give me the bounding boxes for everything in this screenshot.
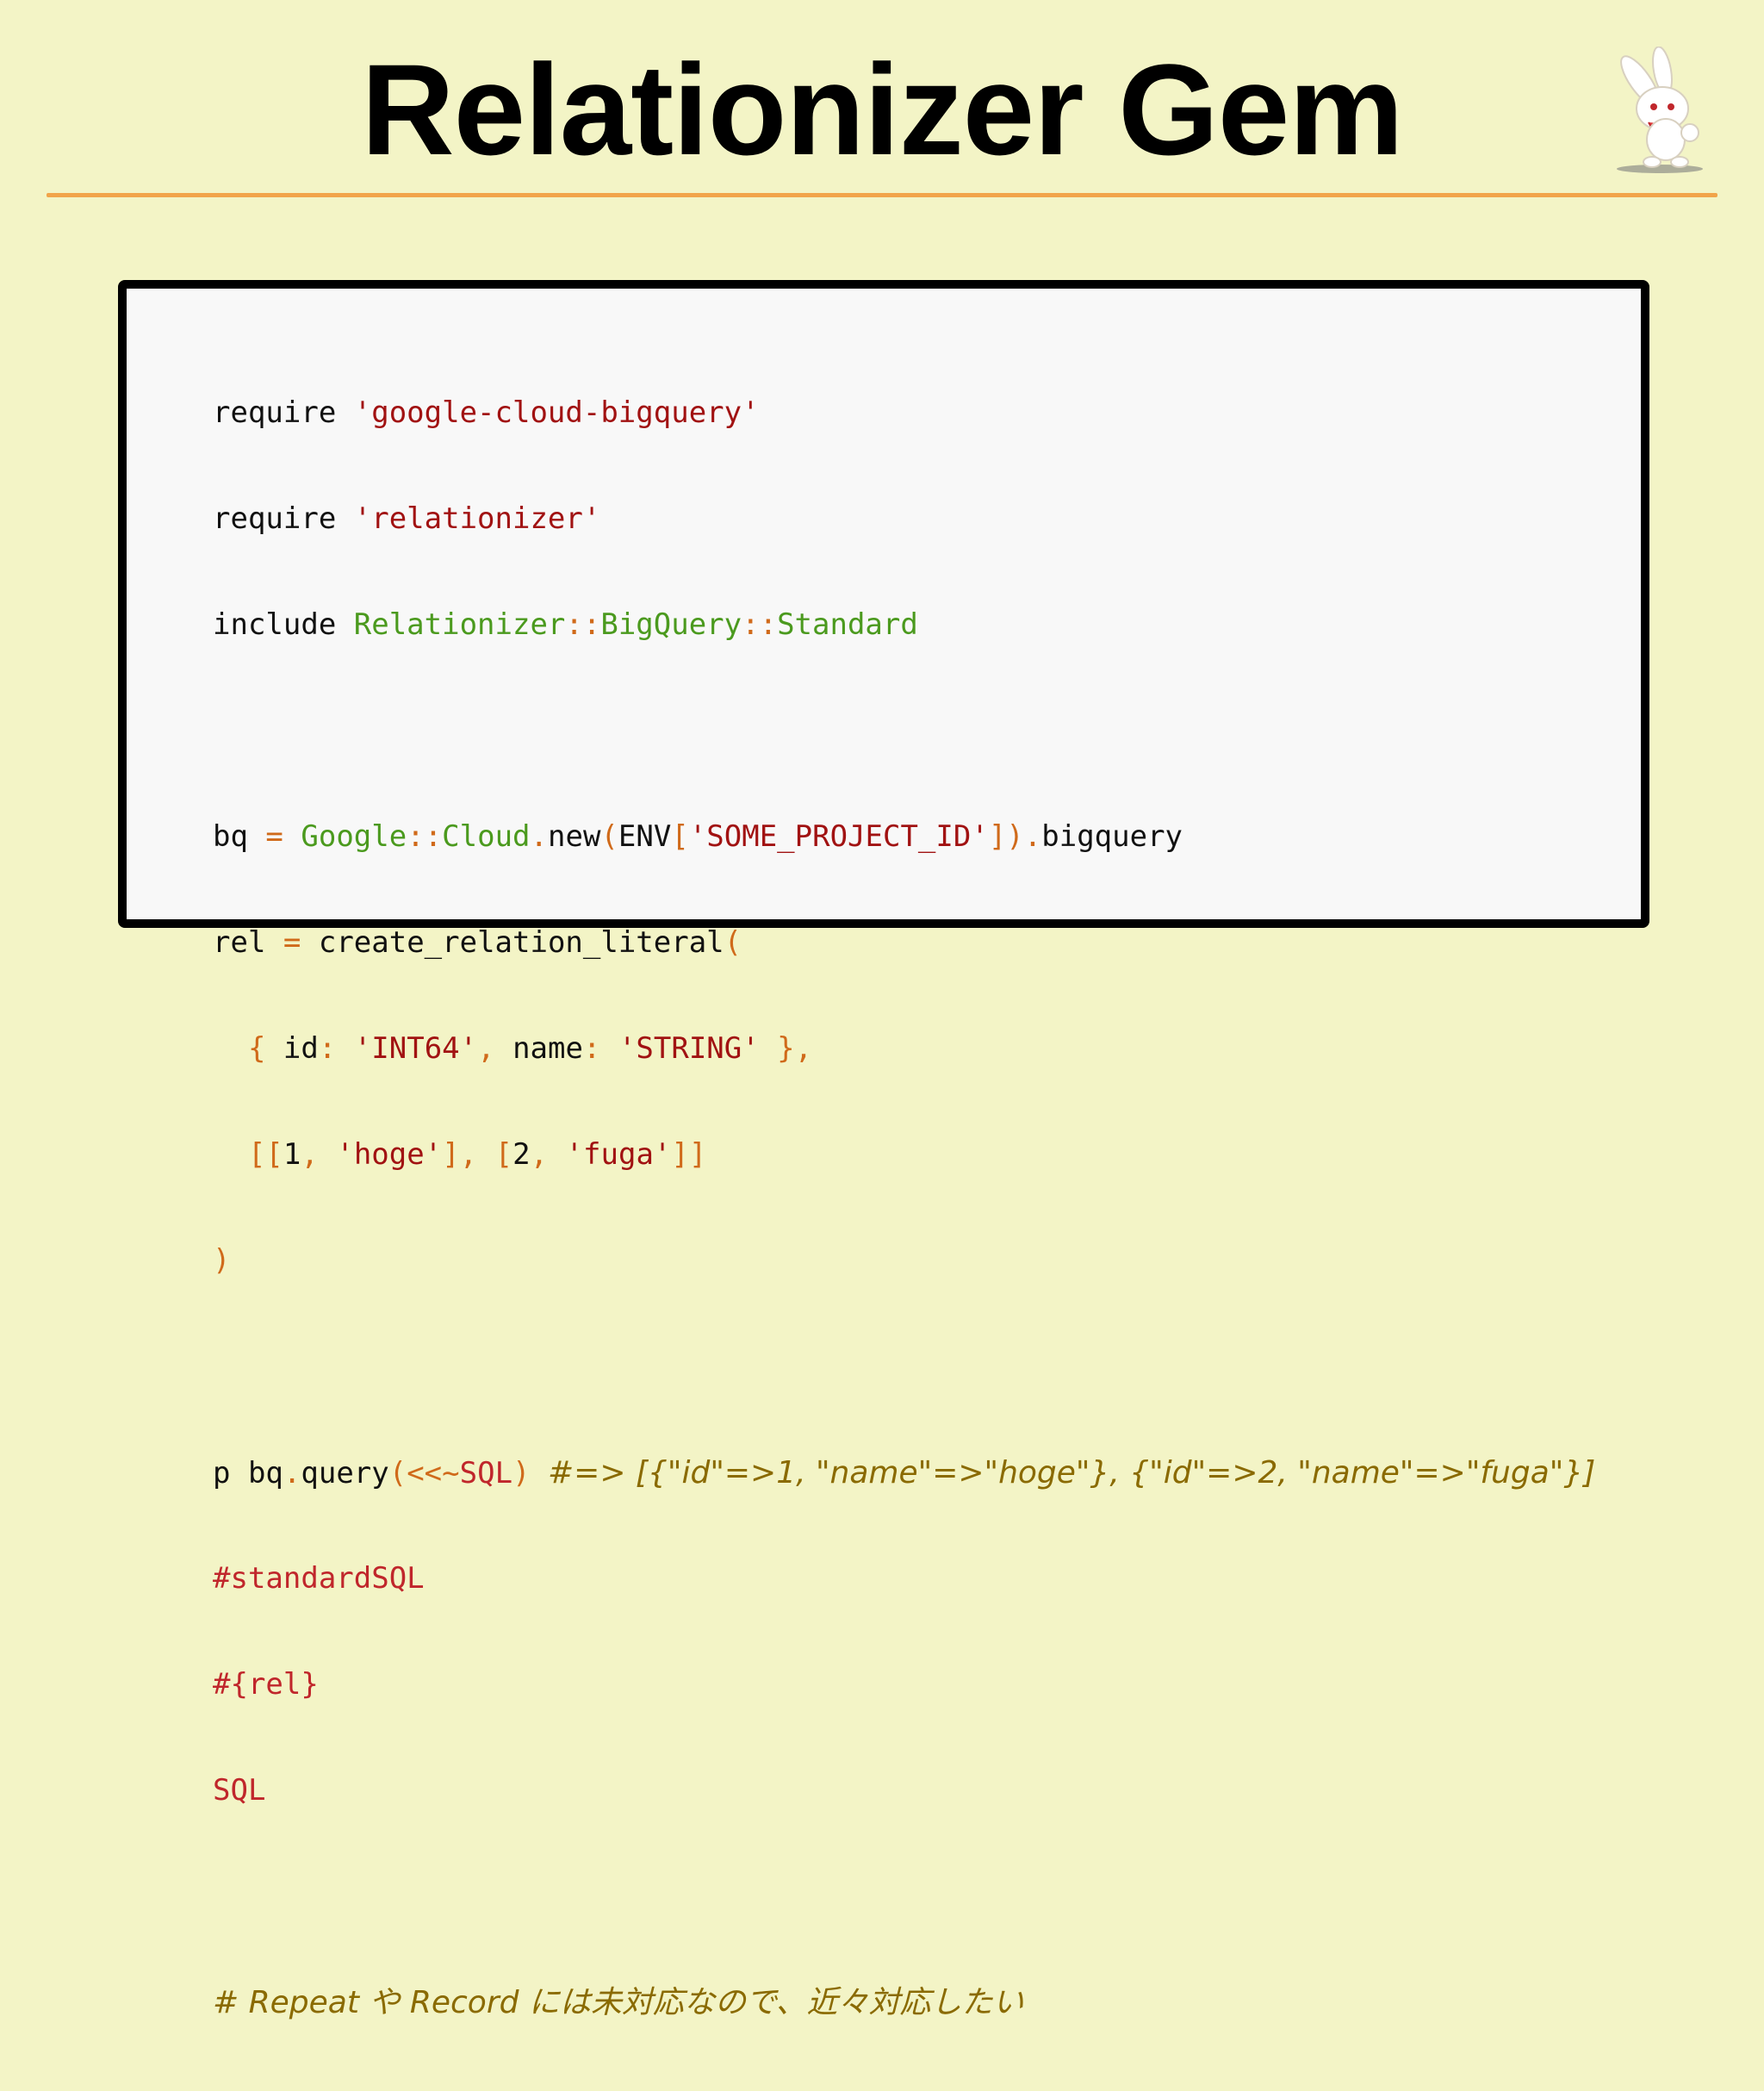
code-token <box>600 1031 618 1066</box>
code-token <box>319 1137 336 1172</box>
code-token: SQL <box>459 1456 513 1490</box>
code-token: ], <box>442 1137 478 1172</box>
code-token: . <box>530 819 549 854</box>
code-token: 'google-cloud-bigquery' <box>353 395 760 430</box>
code-line: require 'google-cloud-bigquery' <box>213 395 1595 431</box>
code-token: = <box>283 925 301 960</box>
code-token: }, <box>759 1031 813 1066</box>
code-token: : <box>318 1031 337 1066</box>
code-token <box>531 1456 548 1490</box>
code-token <box>213 1031 248 1066</box>
code-token: 'relationizer' <box>353 501 601 536</box>
code-token: 2 <box>512 1137 531 1172</box>
code-token: 'STRING' <box>618 1031 760 1066</box>
code-line: ) <box>213 1243 1595 1279</box>
code-line: rel = create_relation_literal( <box>213 925 1595 961</box>
code-line: { id: 'INT64', name: 'STRING' }, <box>213 1031 1595 1067</box>
code-content: require 'google-cloud-bigquery' require … <box>213 325 1595 2091</box>
code-token: (<<~ <box>388 1456 460 1490</box>
code-line-blank <box>213 713 1595 749</box>
code-block: require 'google-cloud-bigquery' require … <box>118 280 1649 2020</box>
code-token: query <box>301 1456 389 1490</box>
code-line: include Relationizer::BigQuery::Standard <box>213 607 1595 643</box>
code-token: 'fuga' <box>565 1137 672 1172</box>
code-token: ( <box>724 925 742 960</box>
code-token: : <box>582 1031 601 1066</box>
code-line: require 'relationizer' <box>213 501 1595 537</box>
code-token: 'SOME_PROJECT_ID' <box>688 819 989 854</box>
rabbit-mascot-icon <box>1595 46 1724 176</box>
code-token: id <box>265 1031 319 1066</box>
code-line: bq = Google::Cloud.new(ENV['SOME_PROJECT… <box>213 819 1595 855</box>
code-token: new <box>548 819 601 854</box>
code-token: ]] <box>671 1137 707 1172</box>
code-token: Cloud <box>442 819 531 854</box>
code-line-blank <box>213 1879 1595 1914</box>
code-line: #{rel} <box>213 1667 1595 1702</box>
code-line: [[1, 'hoge'], [2, 'fuga']] <box>213 1137 1595 1173</box>
code-token: SQL <box>213 1773 266 1808</box>
code-token: ( <box>600 819 618 854</box>
code-token: { <box>247 1031 266 1066</box>
code-token: create_relation_literal <box>301 925 724 960</box>
code-token: ENV <box>618 819 672 854</box>
code-token: #standardSQL <box>213 1561 425 1596</box>
code-token: , <box>301 1137 319 1172</box>
code-token: Google <box>301 819 407 854</box>
code-token <box>283 819 301 854</box>
code-token <box>336 1031 353 1066</box>
code-token: 1 <box>283 1137 301 1172</box>
code-token: include <box>213 607 354 642</box>
code-token: ]) <box>988 819 1024 854</box>
code-token: rel <box>213 925 283 960</box>
code-token: require <box>213 501 354 536</box>
code-token: bq <box>213 819 266 854</box>
code-line-blank <box>213 1349 1595 1385</box>
code-token: bigquery <box>1041 819 1183 854</box>
code-token: Relationizer <box>353 607 566 642</box>
code-token: [[ <box>247 1137 283 1172</box>
code-token: = <box>265 819 283 854</box>
code-token: :: <box>565 607 601 642</box>
slide-title: Relationizer Gem <box>361 37 1403 182</box>
code-token: Standard <box>777 607 918 642</box>
code-token: BigQuery <box>600 607 742 642</box>
code-token: :: <box>407 819 443 854</box>
code-line: #standardSQL <box>213 1561 1595 1596</box>
code-token <box>213 1137 248 1172</box>
code-token: p bq <box>213 1456 283 1490</box>
code-token: #{rel} <box>213 1667 319 1702</box>
code-token: , <box>530 1137 549 1172</box>
code-line: # Repeat や Record には未対応なので、近々対応したい <box>213 1985 1595 2020</box>
code-token: require <box>213 395 354 430</box>
result-comment: #=> [{"id"=>1, "name"=>"hoge"}, {"id"=>2… <box>548 1455 1596 1490</box>
code-token: name <box>494 1031 583 1066</box>
code-token <box>477 1137 494 1172</box>
code-token: . <box>283 1456 301 1490</box>
code-token: , <box>477 1031 495 1066</box>
code-token: 'INT64' <box>353 1031 478 1066</box>
code-token: ) <box>213 1243 231 1278</box>
code-token: . <box>1023 819 1042 854</box>
code-line: p bq.query(<<~SQL) #=> [{"id"=>1, "name"… <box>213 1455 1595 1490</box>
code-token: [ <box>671 819 689 854</box>
code-token: :: <box>742 607 778 642</box>
code-token: 'hoge' <box>336 1137 443 1172</box>
note-comment: # Repeat や Record には未対応なので、近々対応したい <box>213 1985 1024 2020</box>
title-divider <box>47 193 1717 197</box>
code-token: ) <box>512 1456 531 1490</box>
code-token: [ <box>494 1137 513 1172</box>
code-line: SQL <box>213 1773 1595 1808</box>
rabbit-mascot-icon-svg <box>1617 46 1703 173</box>
code-token <box>548 1137 565 1172</box>
